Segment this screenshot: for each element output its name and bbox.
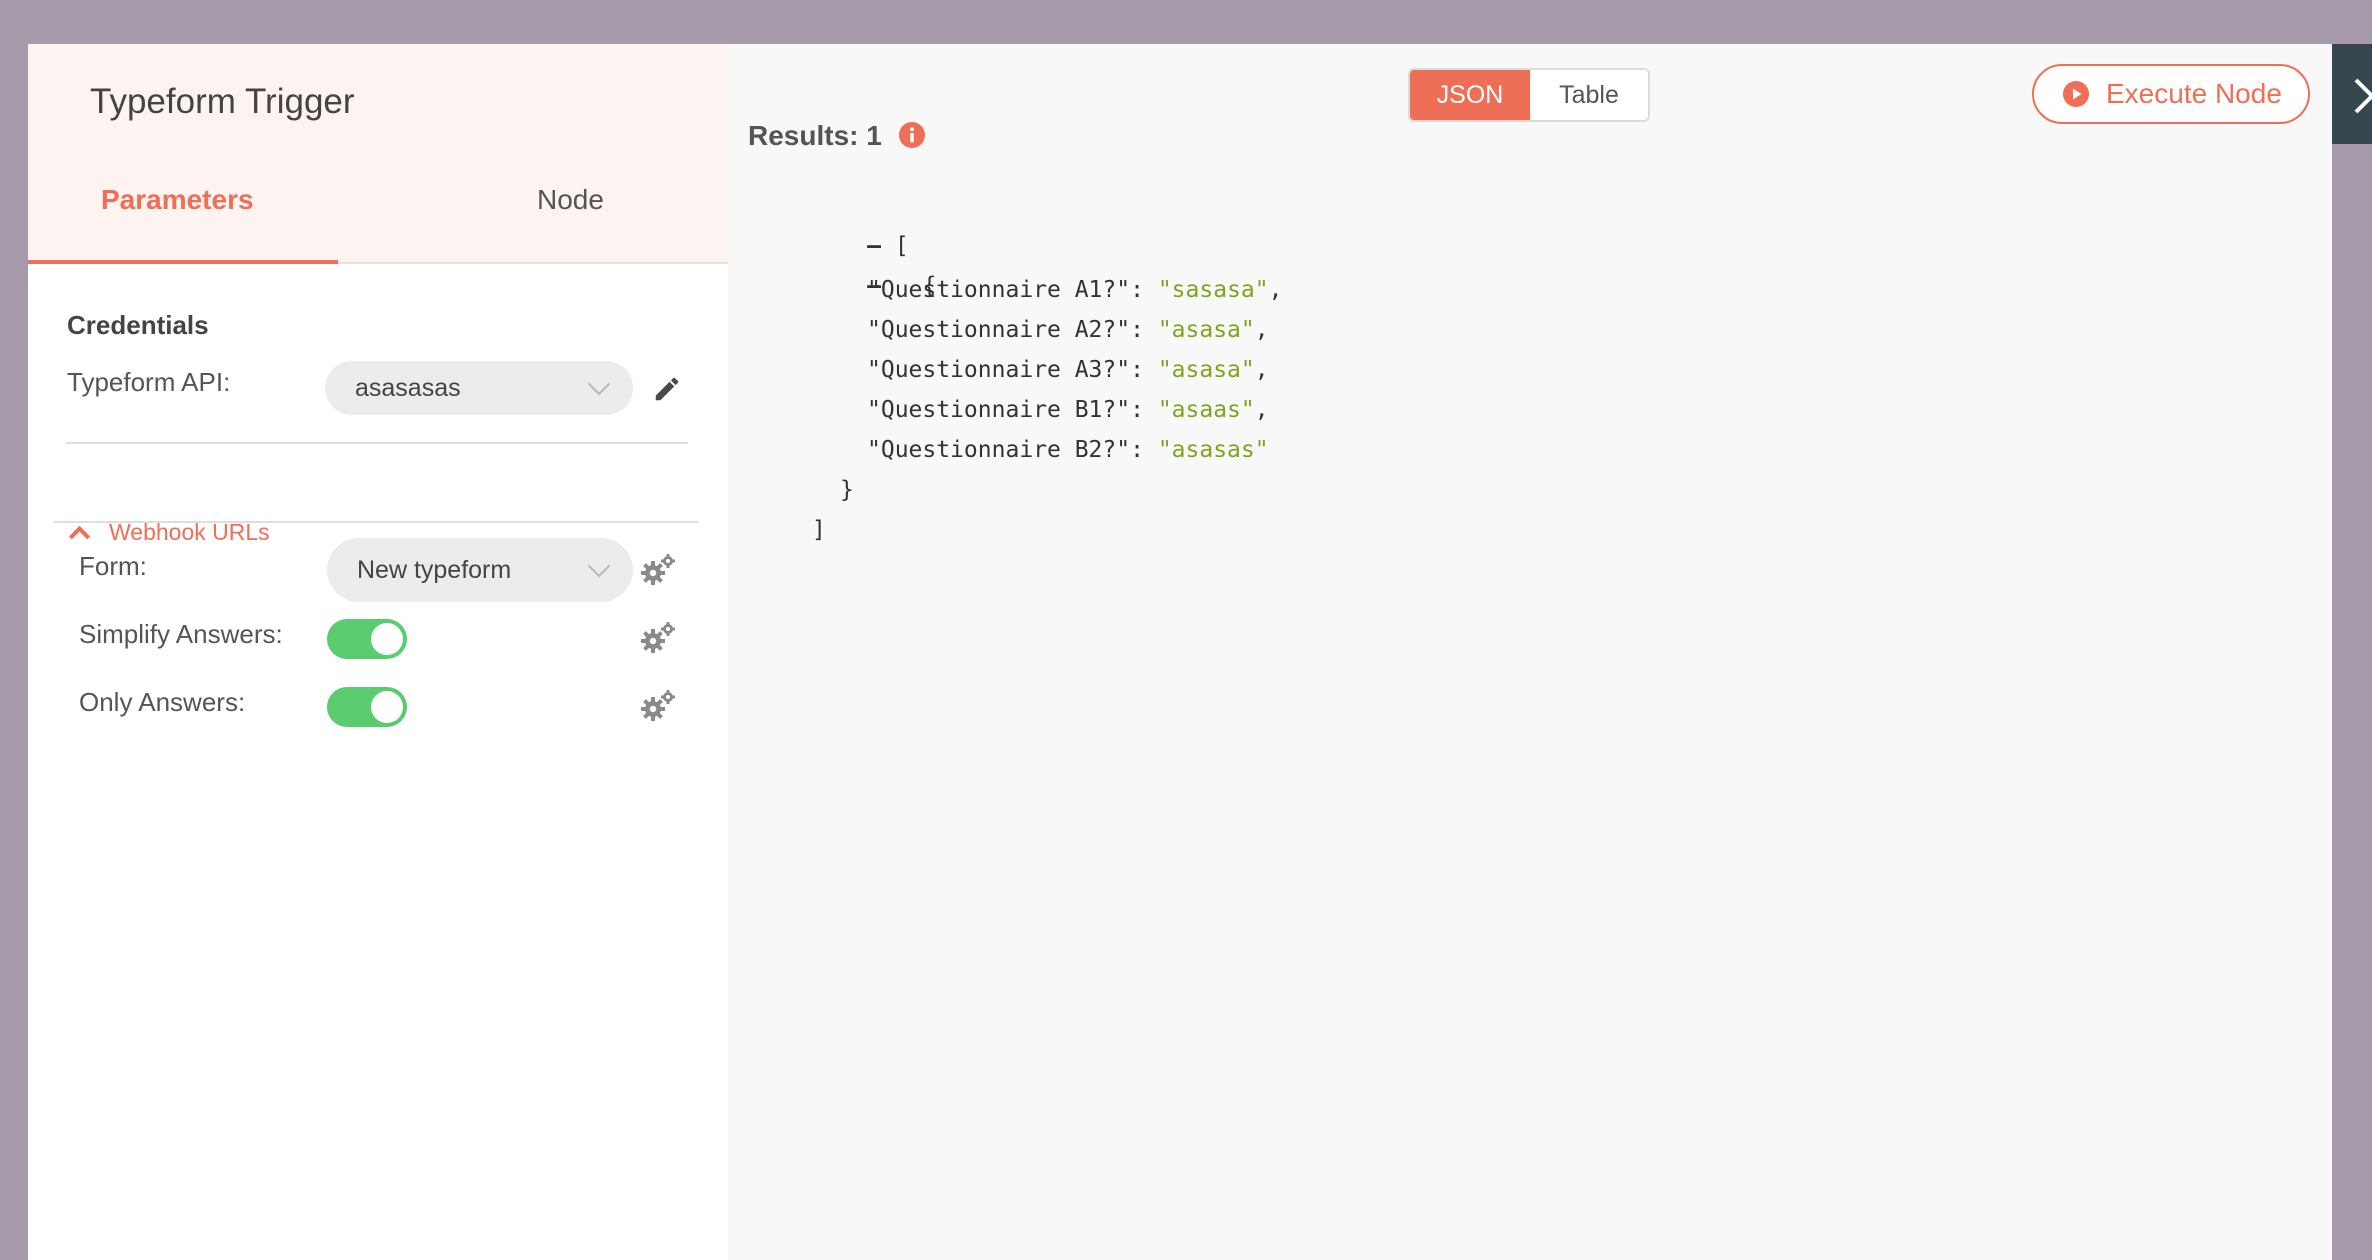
json-entry: "Questionnaire A2?": "asasa", <box>867 317 1269 343</box>
webhook-urls-toggle[interactable]: Webhook URLs <box>66 512 270 552</box>
view-mode-toggle: JSON Table <box>1408 68 1650 122</box>
json-value: "asasa" <box>1157 317 1255 343</box>
json-key: "Questionnaire A1?" <box>867 277 1131 303</box>
json-key: "Questionnaire A2?" <box>867 317 1131 343</box>
only-answers-switch[interactable] <box>327 687 407 727</box>
json-value: "asaas" <box>1157 397 1255 423</box>
node-title[interactable]: Typeform Trigger <box>90 82 355 121</box>
node-settings-dialog: Typeform Trigger Parameters Node Credent… <box>28 44 2332 1260</box>
typeform-api-select[interactable]: asasasas <box>325 361 633 415</box>
json-entry: "Questionnaire A1?": "sasasa", <box>867 277 1283 303</box>
tab-node[interactable]: Node <box>537 184 604 215</box>
switch-knob <box>371 623 403 655</box>
gears-icon <box>641 622 675 653</box>
play-icon <box>2063 81 2089 107</box>
form-select[interactable]: New typeform <box>327 538 633 602</box>
gears-icon <box>641 554 675 585</box>
json-object-open: – { <box>784 232 936 299</box>
results-count: Results: 1 <box>748 120 882 151</box>
chevron-down-icon <box>587 554 611 578</box>
json-value: "asasas" <box>1157 437 1269 463</box>
info-icon[interactable] <box>899 122 925 148</box>
credentials-divider <box>66 442 688 444</box>
view-json-button[interactable]: JSON <box>1410 70 1530 120</box>
json-key: "Questionnaire B1?" <box>867 397 1131 423</box>
parameters-panel: Typeform Trigger Parameters Node Credent… <box>28 44 728 1260</box>
close-dialog-button[interactable] <box>2332 44 2372 144</box>
form-label: Form: <box>79 551 147 581</box>
tab-divider <box>28 262 728 264</box>
close-icon <box>2354 78 2372 114</box>
simplify-answers-options-button[interactable] <box>640 621 676 655</box>
node-header: Typeform Trigger Parameters Node <box>28 44 728 264</box>
object-open-brace: { <box>922 273 937 299</box>
array-open-bracket: [ <box>894 233 909 259</box>
json-array-close: ] <box>812 517 826 543</box>
form-options-button[interactable] <box>640 553 676 587</box>
switch-knob <box>371 691 403 723</box>
webhook-divider <box>54 521 698 523</box>
json-key: "Questionnaire B2?" <box>867 437 1131 463</box>
json-entry: "Questionnaire B2?": "asasas" <box>867 437 1269 463</box>
chevron-down-icon <box>587 372 611 396</box>
pencil-icon <box>655 377 679 401</box>
view-table-button[interactable]: Table <box>1530 70 1648 120</box>
edit-credentials-button[interactable] <box>652 374 682 404</box>
collapse-object-toggle[interactable]: – <box>867 273 881 299</box>
only-answers-label: Only Answers: <box>79 687 246 717</box>
json-comma: , <box>1268 277 1283 303</box>
typeform-api-value: asasasas <box>355 374 461 402</box>
json-object-close: } <box>840 477 854 503</box>
chevron-up-icon <box>68 525 91 547</box>
active-tab-indicator <box>28 260 338 264</box>
json-key: "Questionnaire A3?" <box>867 357 1131 383</box>
json-array-open: – [ <box>784 192 909 259</box>
json-value: "sasasa" <box>1157 277 1269 303</box>
only-answers-options-button[interactable] <box>640 689 676 723</box>
typeform-api-label: Typeform API: <box>67 367 231 397</box>
credentials-heading: Credentials <box>67 310 209 340</box>
simplify-answers-switch[interactable] <box>327 619 407 659</box>
simplify-answers-label: Simplify Answers: <box>79 619 283 649</box>
json-comma: , <box>1254 317 1269 343</box>
execute-node-label: Execute Node <box>2106 78 2282 109</box>
json-comma: , <box>1254 397 1269 423</box>
collapse-array-toggle[interactable]: – <box>867 233 881 259</box>
gears-icon <box>641 690 675 721</box>
json-entry: "Questionnaire B1?": "asaas", <box>867 397 1269 423</box>
json-comma: , <box>1254 357 1269 383</box>
form-value: New typeform <box>357 556 512 584</box>
execute-node-button[interactable]: Execute Node <box>2032 64 2310 124</box>
json-entry: "Questionnaire A3?": "asasa", <box>867 357 1269 383</box>
tab-parameters[interactable]: Parameters <box>101 184 254 215</box>
json-value: "asasa" <box>1157 357 1255 383</box>
